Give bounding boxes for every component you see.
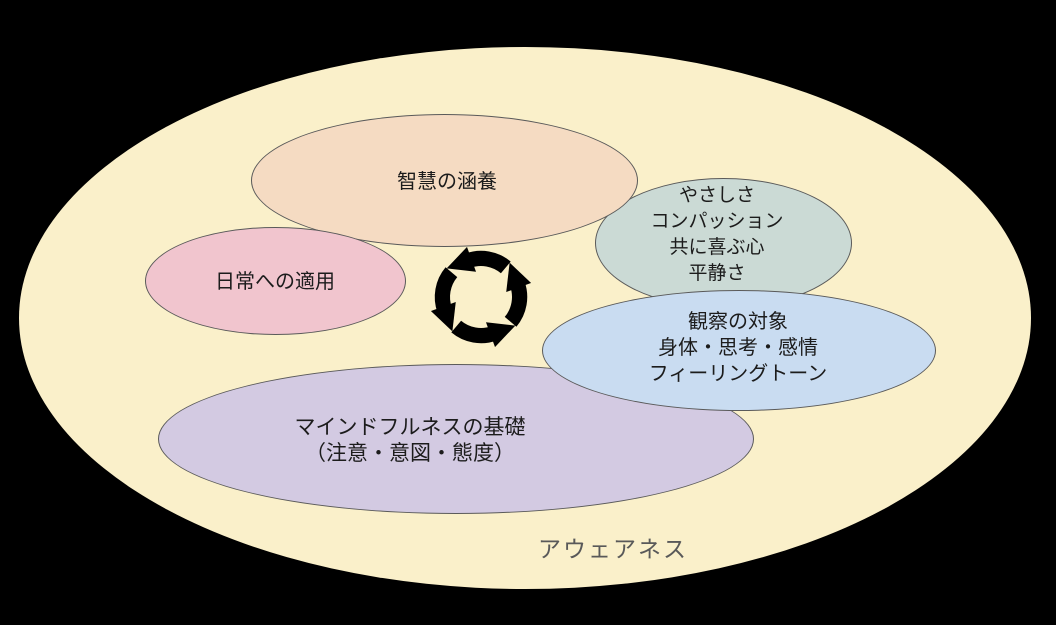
daily-life-label: 日常への適用: [215, 269, 335, 295]
wisdom-label: 智慧の涵養: [397, 169, 497, 195]
label-line: やさしさ: [678, 185, 756, 206]
daily-life-ellipse: [145, 227, 406, 335]
awareness-label: アウェアネス: [538, 536, 688, 562]
label-line: 日常への適用: [215, 271, 335, 293]
label-line: 共に喜ぶ心: [669, 237, 765, 258]
label-line: 観察の対象: [687, 311, 788, 333]
heart-qualities-label: やさしさ コンパッション 共に喜ぶ心 平静さ: [650, 183, 783, 287]
foundation-label: マインドフルネスの基礎 （注意・意図・態度）: [295, 415, 526, 467]
observation-label: 観察の対象 身体・思考・感情 フィーリングトーン: [649, 309, 828, 387]
observation-ellipse: [542, 290, 936, 411]
label-line: フィーリングトーン: [648, 363, 828, 385]
wisdom-ellipse: [251, 114, 638, 247]
label-line: 平静さ: [688, 263, 746, 284]
label-line: 智慧の涵養: [397, 171, 497, 193]
label-line: 身体・思考・感情: [657, 337, 818, 359]
label-line: （注意・意図・態度）: [305, 442, 515, 465]
label-line: マインドフルネスの基礎: [294, 416, 526, 439]
label-line: コンパッション: [650, 211, 784, 232]
cycle-arrows-icon: [420, 234, 542, 360]
